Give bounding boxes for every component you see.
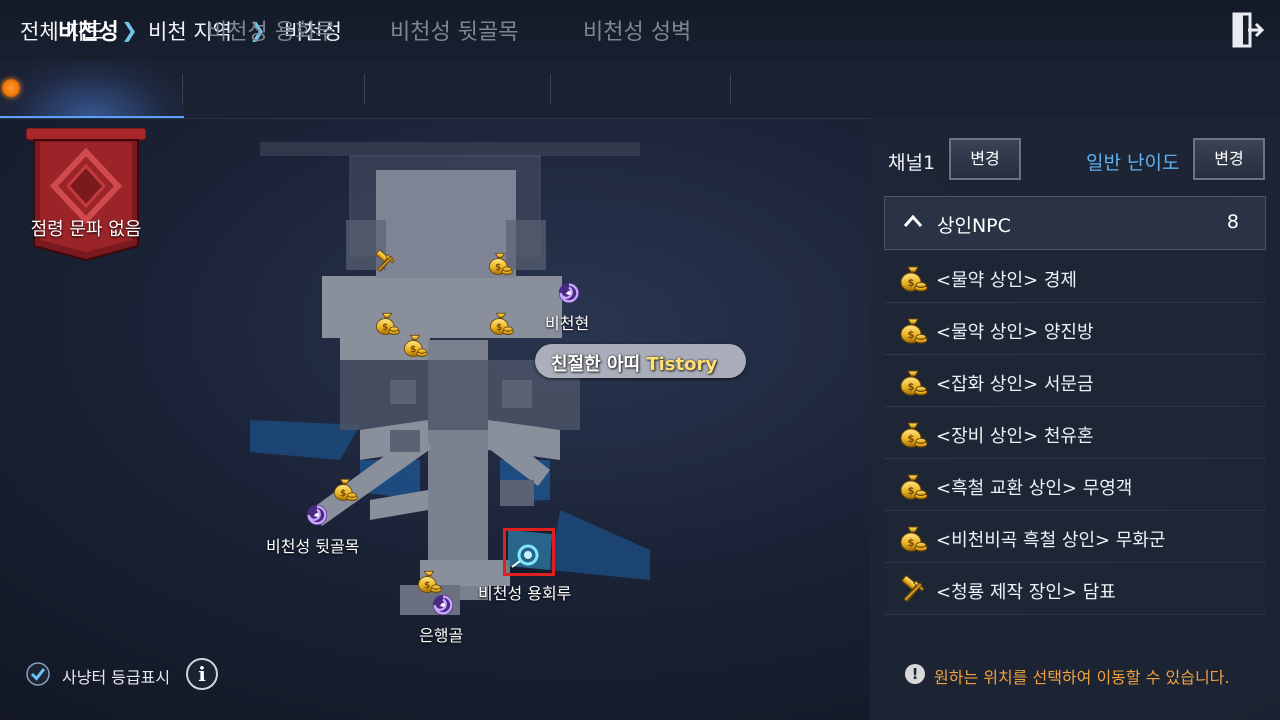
map-label-yonghoeru: 비천성 용회루	[478, 584, 572, 603]
tab-divider	[182, 74, 183, 104]
channel-label: 채널1	[888, 152, 936, 174]
money-bag-icon	[896, 365, 930, 399]
tab-divider	[730, 74, 731, 104]
money-bag-icon[interactable]	[330, 474, 360, 504]
npc-name: <청룡 제작 장인> 담표	[936, 582, 1116, 603]
target-icon	[511, 544, 539, 568]
move-notice: 원하는 위치를 선택하여 이동할 수 있습니다.	[934, 668, 1230, 687]
hammer-tools-icon	[896, 573, 930, 607]
tab-bar	[0, 60, 1280, 119]
chevron-right-icon: ❯	[249, 18, 266, 42]
selected-location-marker[interactable]	[503, 528, 555, 576]
tab-bicheon-castle[interactable]: 비천성	[58, 20, 119, 45]
map-label-bicheonhyeon: 비천현	[545, 314, 590, 333]
grade-display-checkbox[interactable]	[26, 662, 50, 686]
npc-section-title: 상인NPC	[937, 215, 1011, 237]
watermark-text: 친절한 아띠	[551, 354, 647, 375]
exit-icon[interactable]	[1232, 12, 1266, 48]
npc-name: <장비 상인> 천유혼	[936, 426, 1094, 447]
hammer-tools-icon[interactable]	[368, 248, 402, 276]
npc-name: <물약 상인> 경제	[936, 270, 1077, 291]
money-bag-icon	[896, 417, 930, 451]
tab-back-alley[interactable]: 비천성 뒷골목	[390, 20, 519, 45]
change-difficulty-button[interactable]: 변경	[1192, 137, 1266, 181]
money-bag-icon[interactable]	[372, 308, 402, 338]
npc-name: <물약 상인> 양진방	[936, 322, 1094, 343]
npc-name: <흑철 교환 상인> 무영객	[936, 478, 1133, 499]
npc-list-item[interactable]: <청룡 제작 장인> 담표	[884, 564, 1266, 615]
money-bag-icon	[896, 313, 930, 347]
money-bag-icon	[896, 521, 930, 555]
money-bag-icon	[896, 469, 930, 503]
info-icon[interactable]: i	[186, 658, 218, 690]
watermark-badge: 친절한 아띠 Tistory	[535, 344, 746, 378]
active-tab-highlight	[0, 60, 184, 118]
npc-list-item[interactable]: <물약 상인> 경제	[884, 252, 1266, 303]
npc-list-item[interactable]: <물약 상인> 양진방	[884, 304, 1266, 355]
tab-castle-wall[interactable]: 비천성 성벽	[583, 20, 692, 45]
map-label-back-alley: 비천성 뒷골목	[266, 537, 360, 556]
money-bag-icon[interactable]	[400, 330, 430, 360]
watermark-brand: Tistory	[646, 354, 718, 375]
portal-icon[interactable]	[557, 281, 581, 305]
tab-divider	[364, 74, 365, 104]
tab-divider	[550, 74, 551, 104]
difficulty-label: 일반 난이도	[1086, 152, 1180, 174]
portal-icon[interactable]	[305, 503, 329, 527]
guild-occupation-label: 점령 문파 없음	[30, 219, 142, 240]
breadcrumb-world-map[interactable]: 전체 지도	[20, 20, 104, 44]
npc-list-item[interactable]: <흑철 교환 상인> 무영객	[884, 460, 1266, 511]
breadcrumb-region[interactable]: 비천 지역	[148, 20, 232, 44]
npc-name: <잡화 상인> 서문금	[936, 374, 1094, 395]
money-bag-icon[interactable]	[485, 248, 515, 278]
warning-icon: !	[905, 664, 925, 684]
area-map[interactable]	[250, 130, 670, 650]
chevron-up-icon	[903, 214, 923, 227]
active-tab-dot-icon	[2, 79, 20, 97]
money-bag-icon[interactable]	[486, 308, 516, 338]
portal-icon[interactable]	[431, 593, 455, 617]
npc-name: <비천비곡 흑철 상인> 무화군	[936, 530, 1166, 551]
breadcrumb-current: 비천성	[284, 20, 342, 44]
chevron-right-icon: ❯	[121, 18, 138, 42]
npc-section-header[interactable]: 상인NPC 8	[884, 196, 1266, 250]
top-bar	[0, 0, 1280, 60]
money-bag-icon	[896, 261, 930, 295]
map-label-eunhaenggol: 은행골	[419, 626, 464, 645]
npc-list-item[interactable]: <비천비곡 흑철 상인> 무화군	[884, 512, 1266, 563]
tab-yonghoeru[interactable]: 비천성 용회루	[207, 20, 336, 45]
money-bag-icon[interactable]	[414, 566, 444, 596]
guild-banner-icon	[25, 127, 147, 268]
npc-list-item[interactable]: <잡화 상인> 서문금	[884, 356, 1266, 407]
npc-list-item[interactable]: <장비 상인> 천유혼	[884, 408, 1266, 459]
change-channel-button[interactable]: 변경	[948, 137, 1022, 181]
grade-display-label: 사냥터 등급표시	[62, 668, 171, 687]
npc-section-count: 8	[1226, 211, 1239, 233]
